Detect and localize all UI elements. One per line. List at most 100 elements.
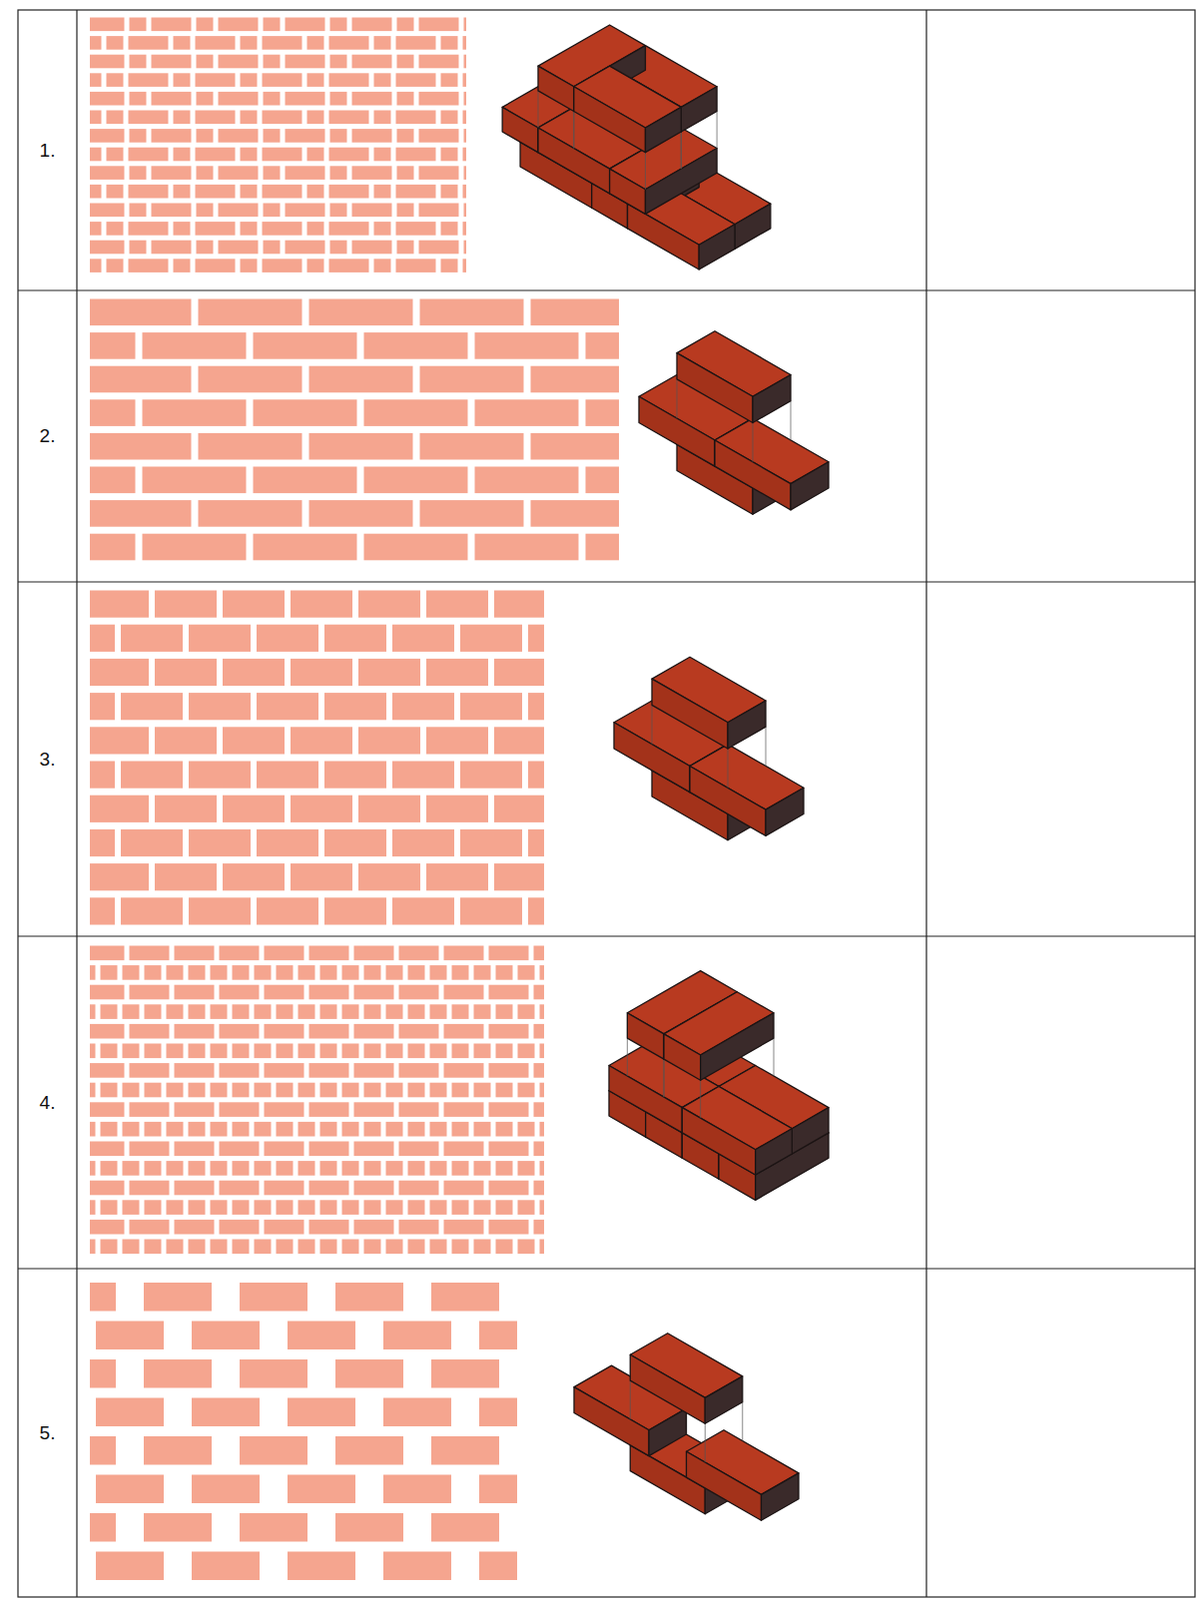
brick-face bbox=[263, 17, 281, 32]
brick-face bbox=[496, 965, 514, 981]
brick-face bbox=[463, 221, 468, 236]
brick-face bbox=[218, 17, 259, 32]
brick-face bbox=[166, 1122, 184, 1138]
brick-face bbox=[540, 965, 546, 981]
brick-face bbox=[142, 467, 247, 495]
brick bbox=[686, 1430, 800, 1522]
brick-face bbox=[444, 1102, 485, 1118]
brick-face bbox=[474, 1083, 492, 1099]
brick-face bbox=[489, 946, 530, 962]
brick-face bbox=[419, 240, 460, 255]
brick-face bbox=[254, 1161, 272, 1177]
brick bbox=[651, 656, 766, 749]
brick-face bbox=[320, 1044, 338, 1060]
brick-face bbox=[354, 1063, 395, 1079]
brick-face bbox=[142, 534, 247, 562]
brick-face bbox=[100, 1161, 118, 1177]
brick-face bbox=[335, 1436, 404, 1466]
brick-face bbox=[129, 946, 170, 962]
brick-face bbox=[196, 54, 214, 69]
brick-face bbox=[518, 1083, 536, 1099]
brick-face bbox=[518, 1239, 536, 1255]
brick-bond-isometric bbox=[574, 1333, 799, 1522]
brick-face bbox=[89, 692, 115, 720]
guide-line bbox=[716, 110, 718, 148]
brick-face bbox=[129, 1024, 170, 1040]
brick-face bbox=[320, 1239, 338, 1255]
brick-face bbox=[89, 624, 115, 652]
brick-face bbox=[494, 863, 545, 891]
brick-face bbox=[89, 591, 149, 618]
guide-line bbox=[663, 1059, 665, 1098]
brick-face bbox=[129, 54, 147, 69]
brick-face bbox=[232, 1199, 250, 1215]
brick-face bbox=[364, 1239, 382, 1255]
brick-face bbox=[196, 203, 214, 218]
brick-face bbox=[383, 1398, 452, 1428]
brick-face bbox=[420, 500, 525, 528]
brick-face bbox=[89, 1142, 125, 1158]
brick-face bbox=[285, 165, 326, 180]
brick-face bbox=[518, 1199, 536, 1215]
guide-line bbox=[699, 1080, 701, 1119]
brick-face bbox=[89, 221, 102, 236]
brick-face bbox=[256, 692, 319, 720]
brick-face bbox=[540, 1161, 546, 1177]
brick-face bbox=[219, 1181, 260, 1197]
brick-face bbox=[408, 1122, 426, 1138]
brick-face bbox=[219, 1219, 260, 1235]
brick-face bbox=[173, 72, 191, 87]
brick-face bbox=[531, 433, 620, 461]
brick-face bbox=[262, 110, 303, 125]
brick bbox=[689, 744, 804, 837]
brick-face bbox=[364, 1199, 382, 1215]
brick-face bbox=[431, 1436, 500, 1466]
brick-face bbox=[441, 221, 459, 236]
brick-face bbox=[426, 863, 489, 891]
brick-face bbox=[120, 761, 183, 789]
brick-face bbox=[240, 110, 258, 125]
brick-face bbox=[151, 54, 192, 69]
brick-face bbox=[253, 467, 358, 495]
brick-face bbox=[727, 700, 766, 749]
guide-line bbox=[676, 379, 678, 419]
table-column-line bbox=[75, 9, 77, 1598]
brick-face bbox=[419, 17, 460, 32]
brick-face bbox=[399, 1063, 440, 1079]
brick-face bbox=[430, 1122, 448, 1138]
brick-face bbox=[364, 332, 469, 360]
brick-face bbox=[444, 1063, 485, 1079]
brick-face bbox=[538, 65, 575, 111]
brick-face bbox=[463, 35, 468, 50]
brick-face bbox=[307, 72, 325, 87]
guide-line bbox=[626, 1038, 628, 1077]
brick-face bbox=[396, 110, 437, 125]
brick-face bbox=[586, 332, 620, 360]
brick-face bbox=[452, 1004, 470, 1020]
brick-face bbox=[191, 1552, 260, 1582]
brick-face bbox=[89, 35, 102, 50]
brick-face bbox=[408, 1161, 426, 1177]
brick-face bbox=[143, 1513, 212, 1543]
brick-face bbox=[329, 72, 370, 87]
brick-face bbox=[100, 1239, 118, 1255]
brick-face bbox=[374, 184, 392, 199]
brick-face bbox=[419, 54, 460, 69]
brick-face bbox=[426, 591, 489, 618]
brick-face bbox=[173, 258, 191, 273]
table-grid bbox=[17, 9, 1196, 1598]
brick-face bbox=[285, 91, 326, 106]
brick-face bbox=[144, 1122, 162, 1138]
brick-face bbox=[254, 1199, 272, 1215]
brick-face bbox=[354, 946, 395, 962]
brick-face bbox=[122, 1083, 140, 1099]
brick-face bbox=[474, 965, 492, 981]
brick-face bbox=[154, 863, 217, 891]
brick-face bbox=[426, 658, 489, 686]
brick-face bbox=[704, 1376, 743, 1424]
brick-face bbox=[307, 258, 325, 273]
brick-face bbox=[128, 258, 169, 273]
brick-face bbox=[174, 985, 215, 1001]
brick-face bbox=[329, 147, 370, 162]
table-column-line bbox=[925, 9, 927, 1598]
